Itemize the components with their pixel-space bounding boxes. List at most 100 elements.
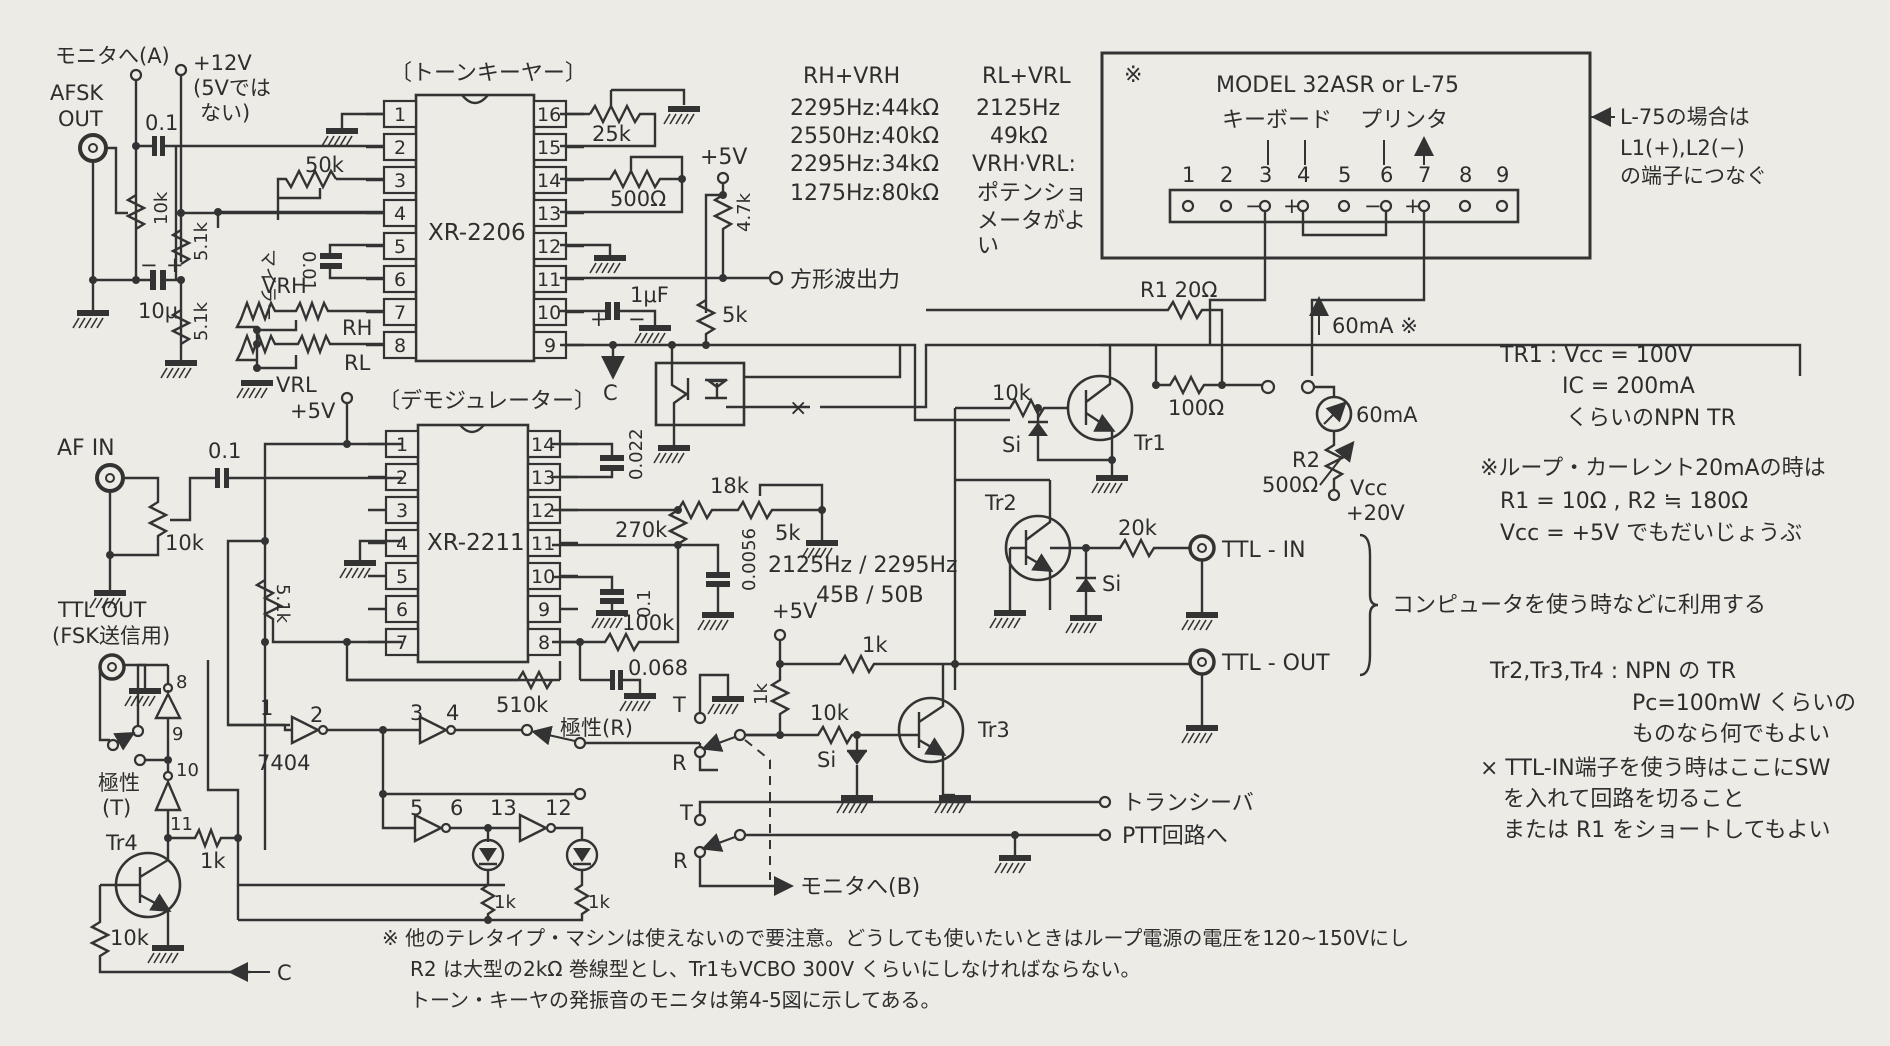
ptt-label: PTT回路へ (1122, 824, 1228, 849)
ic-pin (384, 528, 420, 558)
r2-value-label: 500Ω (1262, 473, 1318, 497)
x-note-line: を入れて回路を切ること (1503, 787, 1744, 812)
rl-row: メータがよ (977, 209, 1086, 234)
xr2211-chip (416, 423, 530, 664)
ic-pin-number: 9 (544, 335, 556, 357)
rh-table-header: RH+VRH (803, 64, 900, 89)
afsk-out-jack[interactable] (78, 133, 108, 163)
gate-pin: 12 (545, 796, 572, 820)
fsk-pin9: 9 (172, 724, 183, 745)
terminal-number: 3 (1259, 163, 1272, 187)
teletype-terminal[interactable] (1379, 199, 1393, 213)
keyboard-label: キーボード (1222, 108, 1332, 133)
tr3-diode-label: Si (817, 748, 836, 772)
teletype-terminal[interactable] (1181, 199, 1195, 213)
ic-pin-number: 8 (394, 335, 406, 357)
res-4k7-label: 4.7k (734, 192, 755, 232)
minus-label: − (140, 253, 158, 277)
xr2206-chip (414, 93, 536, 363)
r2-label: R2 (1292, 448, 1320, 472)
ttl-section: Tr2 Si 20k TTL - IN TTL - OUT コンピュータを使う時… (740, 478, 1766, 814)
optocoupler (654, 361, 746, 427)
monitor-a-label: モニタへ(A) (55, 44, 170, 68)
tr3-plus5v-label: +5V (772, 599, 818, 623)
loop-note-line: R1 = 10Ω , R2 ≒ 180Ω (1500, 489, 1748, 514)
tr2-diode-label: Si (1102, 572, 1121, 596)
ic-pin (382, 330, 418, 360)
ic-pin-number: 11 (531, 533, 555, 555)
res-1k-pullup-label: 1k (751, 683, 772, 705)
ic-pin-number: 7 (394, 302, 406, 324)
pot-10k-afsk-label: 10k (151, 191, 172, 225)
v12-note-2: ない) (200, 101, 250, 125)
af-in-jack[interactable] (95, 463, 125, 493)
teletype-box (1100, 51, 1592, 260)
teletype-terminal[interactable] (1337, 199, 1351, 213)
plus-label: + (166, 253, 184, 277)
gate-pin: 1 (260, 696, 273, 720)
vrl-label: VRL (276, 373, 317, 397)
switch-r-label: R (672, 751, 687, 775)
ic-pin-number: 7 (396, 632, 408, 654)
rh-row: 1275Hz:80kΩ (790, 181, 939, 206)
xr2206-label: XR-2206 (428, 220, 526, 246)
gate-pin: 2 (310, 703, 323, 727)
teletype-terminal[interactable] (1258, 199, 1272, 213)
ttl-in-jack[interactable] (1188, 534, 1216, 562)
meter-label: 60mA (1356, 403, 1418, 427)
ic-pin (382, 99, 418, 129)
teletype-terminal[interactable] (1219, 199, 1233, 213)
rh-row: 2295Hz:34kΩ (790, 152, 939, 177)
v12-note-1: (5Vでは (193, 76, 271, 100)
gate-pin: 5 (410, 796, 423, 820)
ic-pin-number: 1 (394, 104, 406, 126)
ttl-out-jack[interactable] (1188, 648, 1216, 676)
ic-pin-number: 4 (394, 203, 406, 225)
tr1-label: Tr1 (1133, 431, 1166, 455)
pot-5k-demod-label: 5k (775, 521, 801, 545)
ic-pin-number: 2 (394, 137, 406, 159)
l75-note-line: L1(+),L2(−) (1620, 136, 1745, 160)
gate-pin: 13 (490, 796, 517, 820)
gate-pin: 4 (446, 701, 459, 725)
l75-note-line: の端子につなぐ (1620, 164, 1767, 188)
terminal-polarity: + (1404, 194, 1422, 218)
loop-terminal[interactable] (1260, 379, 1276, 395)
af-in-cap-label: 0.1 (208, 439, 241, 463)
teletype-terminal[interactable] (1458, 199, 1472, 213)
vcc-value-label: +20V (1346, 501, 1405, 525)
teletype-terminal[interactable] (1495, 199, 1509, 213)
res-18k-label: 18k (710, 474, 750, 498)
ic-pin-number: 12 (531, 500, 555, 522)
rl-row: い (977, 234, 999, 259)
terminal-number: 2 (1220, 163, 1233, 187)
rl-row: VRH·VRL: (972, 152, 1076, 177)
teletype-terminal[interactable] (1417, 199, 1431, 213)
res-10k-tr3-label: 10k (810, 701, 850, 725)
ic-pin-number: 6 (394, 269, 406, 291)
fsk-pin10: 10 (176, 760, 199, 781)
fsk-section: TTL OUT (FSK送信用) 8 9 10 極性 (T) 11 1k Tr4… (52, 598, 292, 985)
terminal-number: 7 (1418, 163, 1431, 187)
ic-pin (382, 165, 418, 195)
label-c-keyer: C (603, 381, 618, 405)
teletype-terminal[interactable] (1296, 199, 1310, 213)
square-wave-output-label: 方形波出力 (790, 268, 900, 293)
fsk-ttl-out-jack[interactable] (98, 653, 126, 681)
terminal-number: 5 (1338, 163, 1351, 187)
footnote-line: トーン・キーヤの発振音のモニタは第4-5図に示してある。 (410, 988, 940, 1012)
ic-pin (382, 198, 418, 228)
af-in-pot-label: 10k (165, 531, 205, 555)
af-in-label: AF IN (57, 436, 115, 461)
ic-pin-number: 14 (537, 170, 561, 192)
loop-terminal[interactable] (1300, 379, 1316, 395)
tr1-note-line: くらいのNPN TR (1566, 406, 1736, 431)
demod-plus5v-label: +5V (290, 399, 336, 423)
ic-pin-number: 3 (396, 500, 408, 522)
tr4-coll-res-label: 1k (200, 849, 226, 873)
